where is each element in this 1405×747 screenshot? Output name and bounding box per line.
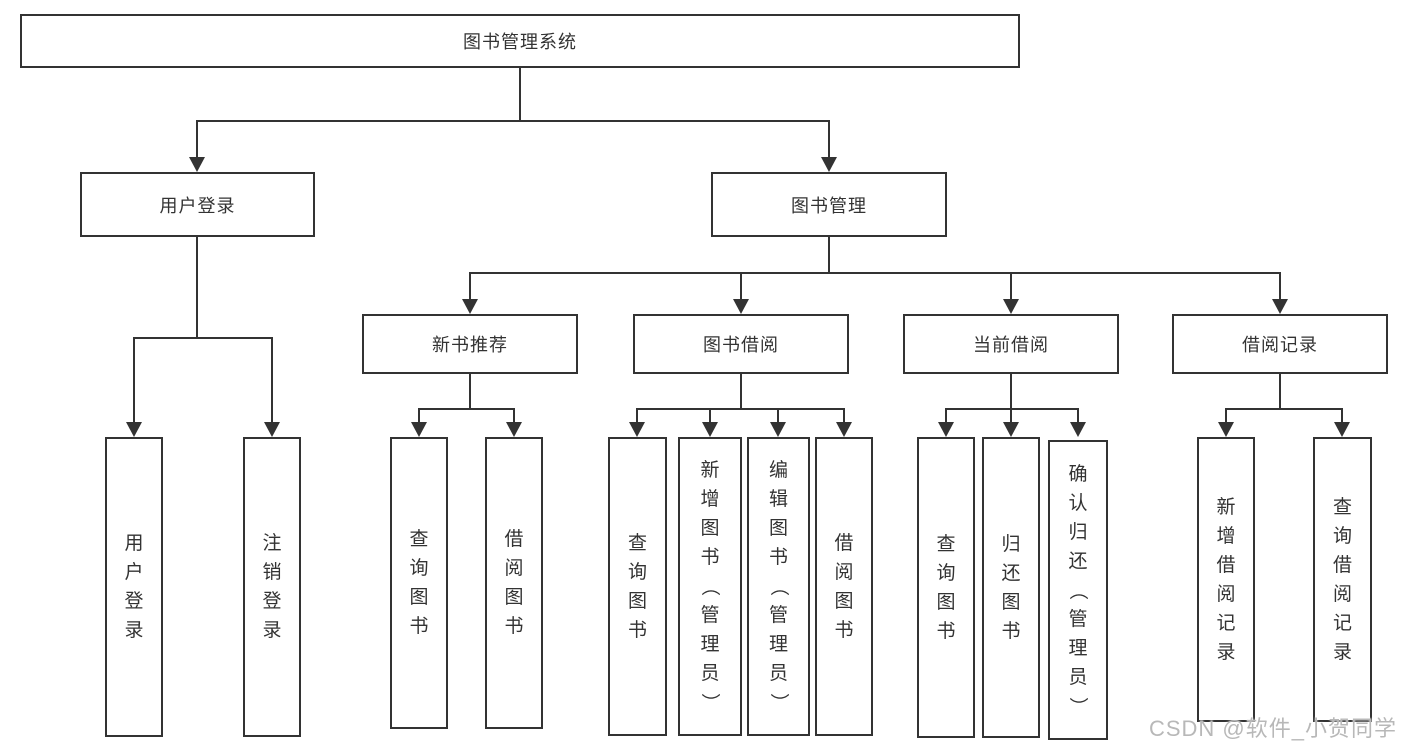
arrow-down-icon [1003, 422, 1019, 437]
connector-line [636, 408, 845, 410]
leaf-edit-book-admin: 编辑图书（管理员） [747, 437, 810, 736]
connector-line [1279, 272, 1281, 300]
leaf-label: 编辑图书（管理员） [767, 460, 789, 713]
connector-line [945, 408, 1079, 410]
node-book-borrowing-label: 图书借阅 [703, 335, 779, 355]
arrow-down-icon [411, 422, 427, 437]
node-root-label: 图书管理系统 [463, 32, 577, 52]
leaf-label: 查询图书 [936, 533, 956, 642]
leaf-label: 查询图书 [409, 529, 429, 637]
connector-line [1010, 272, 1012, 300]
connector-line [196, 120, 198, 158]
leaf-label: 归还图书 [1001, 533, 1021, 642]
node-new-book-recommend-label: 新书推荐 [432, 335, 508, 355]
leaf-label: 新增借阅记录 [1216, 496, 1236, 663]
connector-line [1341, 408, 1343, 424]
connector-line [133, 337, 135, 424]
arrow-down-icon [1272, 299, 1288, 314]
arrow-down-icon [126, 422, 142, 437]
leaf-user-login-label: 用户登录 [124, 533, 144, 641]
leaf-label: 借阅图书 [834, 532, 854, 641]
arrow-down-icon [189, 157, 205, 172]
connector-line [418, 408, 515, 410]
leaf-confirm-return-admin: 确认归还（管理员） [1048, 440, 1108, 740]
arrow-down-icon [264, 422, 280, 437]
arrow-down-icon [1003, 299, 1019, 314]
arrow-down-icon [1070, 422, 1086, 437]
node-book-borrowing: 图书借阅 [633, 314, 849, 374]
connector-line [271, 337, 273, 424]
leaf-return-books: 归还图书 [982, 437, 1040, 738]
connector-line [418, 408, 420, 424]
leaf-query-books-recommend: 查询图书 [390, 437, 448, 729]
arrow-down-icon [770, 422, 786, 437]
leaf-borrow-books-recommend: 借阅图书 [485, 437, 543, 729]
connector-line [828, 120, 830, 158]
node-current-borrowing: 当前借阅 [903, 314, 1119, 374]
connector-line [1010, 408, 1012, 424]
node-current-borrowing-label: 当前借阅 [973, 335, 1049, 355]
leaf-label: 查询图书 [627, 532, 647, 641]
connector-line [1010, 374, 1012, 408]
leaf-label: 查询借阅记录 [1332, 496, 1352, 663]
node-user-login: 用户登录 [80, 172, 315, 237]
node-root: 图书管理系统 [20, 14, 1020, 68]
leaf-label: 新增图书（管理员） [699, 460, 721, 713]
connector-line [945, 408, 947, 424]
connector-line [469, 272, 471, 300]
connector-line [469, 374, 471, 408]
connector-line [519, 68, 521, 120]
arrow-down-icon [938, 422, 954, 437]
connector-line [843, 408, 845, 424]
connector-line [469, 272, 1281, 274]
connector-line [740, 272, 742, 300]
arrow-down-icon [702, 422, 718, 437]
leaf-add-book-admin: 新增图书（管理员） [678, 437, 742, 736]
connector-line [828, 237, 830, 272]
arrow-down-icon [1334, 422, 1350, 437]
connector-line [740, 374, 742, 408]
leaf-borrow-books-borrowing: 借阅图书 [815, 437, 873, 736]
arrow-down-icon [836, 422, 852, 437]
node-book-management-label: 图书管理 [791, 195, 867, 216]
connector-line [133, 337, 273, 339]
watermark: CSDN @软件_小贺同学 [1148, 716, 1397, 741]
node-new-book-recommend: 新书推荐 [362, 314, 578, 374]
leaf-query-books-current: 查询图书 [917, 437, 975, 738]
leaf-label: 确认归还（管理员） [1067, 463, 1089, 716]
arrow-down-icon [1218, 422, 1234, 437]
leaf-logout-label: 注销登录 [262, 533, 282, 641]
connector-line [196, 237, 198, 337]
arrow-down-icon [462, 299, 478, 314]
connector-line [1077, 408, 1079, 424]
arrow-down-icon [733, 299, 749, 314]
connector-line [1279, 374, 1281, 408]
arrow-down-icon [506, 422, 522, 437]
arrow-down-icon [821, 157, 837, 172]
connector-line [196, 120, 830, 122]
connector-line [1225, 408, 1343, 410]
connector-line [1225, 408, 1227, 424]
node-user-login-label: 用户登录 [159, 195, 236, 216]
connector-line [636, 408, 638, 424]
arrow-down-icon [629, 422, 645, 437]
node-book-management: 图书管理 [711, 172, 947, 237]
leaf-query-borrow-record: 查询借阅记录 [1313, 437, 1372, 722]
leaf-label: 借阅图书 [504, 529, 524, 637]
node-borrow-records-label: 借阅记录 [1242, 335, 1318, 355]
connector-line [709, 408, 711, 424]
node-borrow-records: 借阅记录 [1172, 314, 1388, 374]
leaf-logout: 注销登录 [243, 437, 301, 737]
leaf-add-borrow-record: 新增借阅记录 [1197, 437, 1255, 722]
leaf-query-books-borrowing: 查询图书 [608, 437, 667, 736]
connector-line [777, 408, 779, 424]
connector-line [513, 408, 515, 424]
leaf-user-login: 用户登录 [105, 437, 163, 737]
